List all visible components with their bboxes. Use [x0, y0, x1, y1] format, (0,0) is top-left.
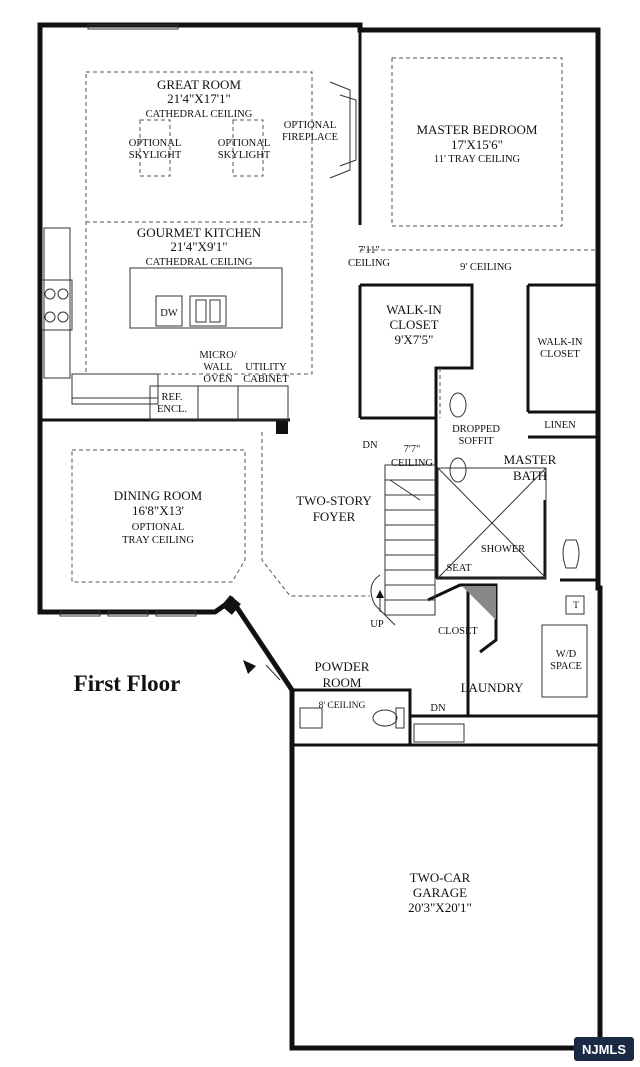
- svg-text:11' TRAY CEILING: 11' TRAY CEILING: [434, 154, 521, 165]
- svg-text:FIREPLACE: FIREPLACE: [282, 132, 338, 143]
- room-two-story-foyer: TWO-STORY FOYER: [296, 493, 372, 524]
- dn-top-label: DN: [362, 440, 378, 451]
- svg-text:8' CEILING: 8' CEILING: [319, 701, 366, 711]
- svg-text:W/D: W/D: [556, 649, 577, 660]
- wd-space: W/D SPACE: [550, 649, 582, 672]
- svg-text:9'X7'5": 9'X7'5": [395, 332, 434, 347]
- closet-shelf-fill: [462, 586, 496, 620]
- svg-text:OPTIONAL: OPTIONAL: [284, 120, 337, 131]
- closet-label: CLOSET: [438, 626, 478, 637]
- svg-text:ROOM: ROOM: [322, 675, 361, 690]
- utility-cabinet: UTILITY CABINET: [243, 362, 289, 385]
- svg-text:FOYER: FOYER: [313, 509, 356, 524]
- svg-text:DROPPED: DROPPED: [452, 424, 500, 435]
- svg-text:SKYLIGHT: SKYLIGHT: [129, 150, 182, 161]
- svg-text:TRAY CEILING: TRAY CEILING: [122, 535, 194, 546]
- svg-text:NJMLS: NJMLS: [582, 1042, 626, 1057]
- svg-text:SOFFIT: SOFFIT: [458, 436, 494, 447]
- svg-text:21'4"X9'1": 21'4"X9'1": [170, 239, 227, 254]
- svg-text:WALK-IN: WALK-IN: [538, 337, 583, 348]
- room-two-car-garage: TWO-CAR GARAGE 20'3"X20'1": [408, 870, 472, 915]
- svg-text:MASTER: MASTER: [504, 452, 557, 467]
- svg-text:ENCL.: ENCL.: [157, 404, 187, 415]
- room-master-bedroom: MASTER BEDROOM 17'X15'6" 11' TRAY CEILIN…: [417, 122, 538, 165]
- svg-text:17'X15'6": 17'X15'6": [451, 137, 503, 152]
- up-label: UP: [370, 619, 384, 630]
- room-powder-room: POWDER ROOM 8' CEILING: [315, 659, 370, 711]
- svg-text:POWDER: POWDER: [315, 659, 370, 674]
- svg-text:CEILING: CEILING: [348, 258, 390, 269]
- shower-label: SHOWER: [481, 544, 525, 555]
- dn-bottom-label: DN: [430, 703, 446, 714]
- linen-label: LINEN: [544, 420, 576, 431]
- room-dining-room: DINING ROOM 16'8"X13' OPTIONAL TRAY CEIL…: [114, 488, 203, 546]
- room-walkin-closet-small: WALK-IN CLOSET: [538, 337, 583, 360]
- svg-text:BATH: BATH: [513, 468, 547, 483]
- room-laundry: LAUNDRY: [461, 680, 524, 695]
- room-great-room: GREAT ROOM 21'4"X17'1" CATHEDRAL CEILING: [146, 77, 253, 120]
- room-master-bath: MASTER BATH: [504, 452, 557, 483]
- svg-text:SPACE: SPACE: [550, 661, 582, 672]
- svg-text:SKYLIGHT: SKYLIGHT: [218, 150, 271, 161]
- room-walkin-closet: WALK-IN CLOSET 9'X7'5": [386, 302, 442, 347]
- svg-text:16'8"X13': 16'8"X13': [132, 503, 184, 518]
- foyer-column: [276, 420, 288, 434]
- svg-text:OPTIONAL: OPTIONAL: [218, 138, 271, 149]
- svg-text:OPTIONAL: OPTIONAL: [129, 138, 182, 149]
- ceiling-9: 9' CEILING: [460, 262, 512, 273]
- svg-text:TWO-CAR: TWO-CAR: [410, 870, 471, 885]
- svg-text:7'11": 7'11": [358, 245, 380, 256]
- svg-text:UTILITY: UTILITY: [245, 362, 287, 373]
- svg-text:20'3"X20'1": 20'3"X20'1": [408, 900, 472, 915]
- svg-text:OVEN: OVEN: [203, 374, 233, 385]
- svg-text:CLOSET: CLOSET: [389, 317, 438, 332]
- svg-text:DINING ROOM: DINING ROOM: [114, 488, 203, 503]
- seat-label: SEAT: [446, 563, 472, 574]
- optional-skylight-2: OPTIONAL SKYLIGHT: [218, 138, 271, 161]
- watermark-badge: NJMLS: [574, 1037, 634, 1061]
- micro-wall-oven: MICRO/ WALL OVEN: [199, 350, 236, 385]
- optional-skylight-1: OPTIONAL SKYLIGHT: [129, 138, 182, 161]
- svg-text:OPTIONAL: OPTIONAL: [132, 522, 185, 533]
- svg-text:WALK-IN: WALK-IN: [386, 302, 442, 317]
- floor-title: First Floor: [74, 671, 181, 696]
- svg-text:GOURMET KITCHEN: GOURMET KITCHEN: [137, 225, 262, 240]
- detail-lines: [41, 24, 598, 743]
- entry-arrow-icon: [243, 660, 256, 674]
- svg-text:WALL: WALL: [203, 362, 232, 373]
- ceiling-77: 7'7" CEILING: [391, 444, 433, 469]
- t-label: T: [573, 601, 579, 611]
- svg-text:GARAGE: GARAGE: [413, 885, 467, 900]
- svg-text:CABINET: CABINET: [243, 374, 289, 385]
- svg-text:REF.: REF.: [161, 392, 182, 403]
- svg-text:MICRO/: MICRO/: [199, 350, 236, 361]
- dishwasher-label: DW: [160, 308, 178, 319]
- room-gourmet-kitchen: GOURMET KITCHEN 21'4"X9'1" CATHEDRAL CEI…: [137, 225, 262, 268]
- svg-text:CATHEDRAL CEILING: CATHEDRAL CEILING: [146, 109, 253, 120]
- svg-text:7'7": 7'7": [404, 444, 421, 455]
- svg-text:MASTER BEDROOM: MASTER BEDROOM: [417, 122, 538, 137]
- stairs: [370, 464, 436, 626]
- dropped-soffit: DROPPED SOFFIT: [452, 424, 500, 447]
- entry-post: [221, 595, 241, 615]
- entry-door-line: [265, 664, 281, 681]
- svg-text:CATHEDRAL CEILING: CATHEDRAL CEILING: [146, 257, 253, 268]
- svg-text:TWO-STORY: TWO-STORY: [296, 493, 372, 508]
- svg-text:CLOSET: CLOSET: [540, 349, 580, 360]
- svg-text:21'4"X17'1": 21'4"X17'1": [167, 91, 231, 106]
- optional-fireplace: OPTIONAL FIREPLACE: [282, 120, 338, 143]
- svg-text:CEILING: CEILING: [391, 458, 433, 469]
- svg-text:GREAT ROOM: GREAT ROOM: [157, 77, 241, 92]
- ceiling-711: 7'11" CEILING: [348, 245, 390, 269]
- ref-enclosure: REF. ENCL.: [157, 392, 187, 415]
